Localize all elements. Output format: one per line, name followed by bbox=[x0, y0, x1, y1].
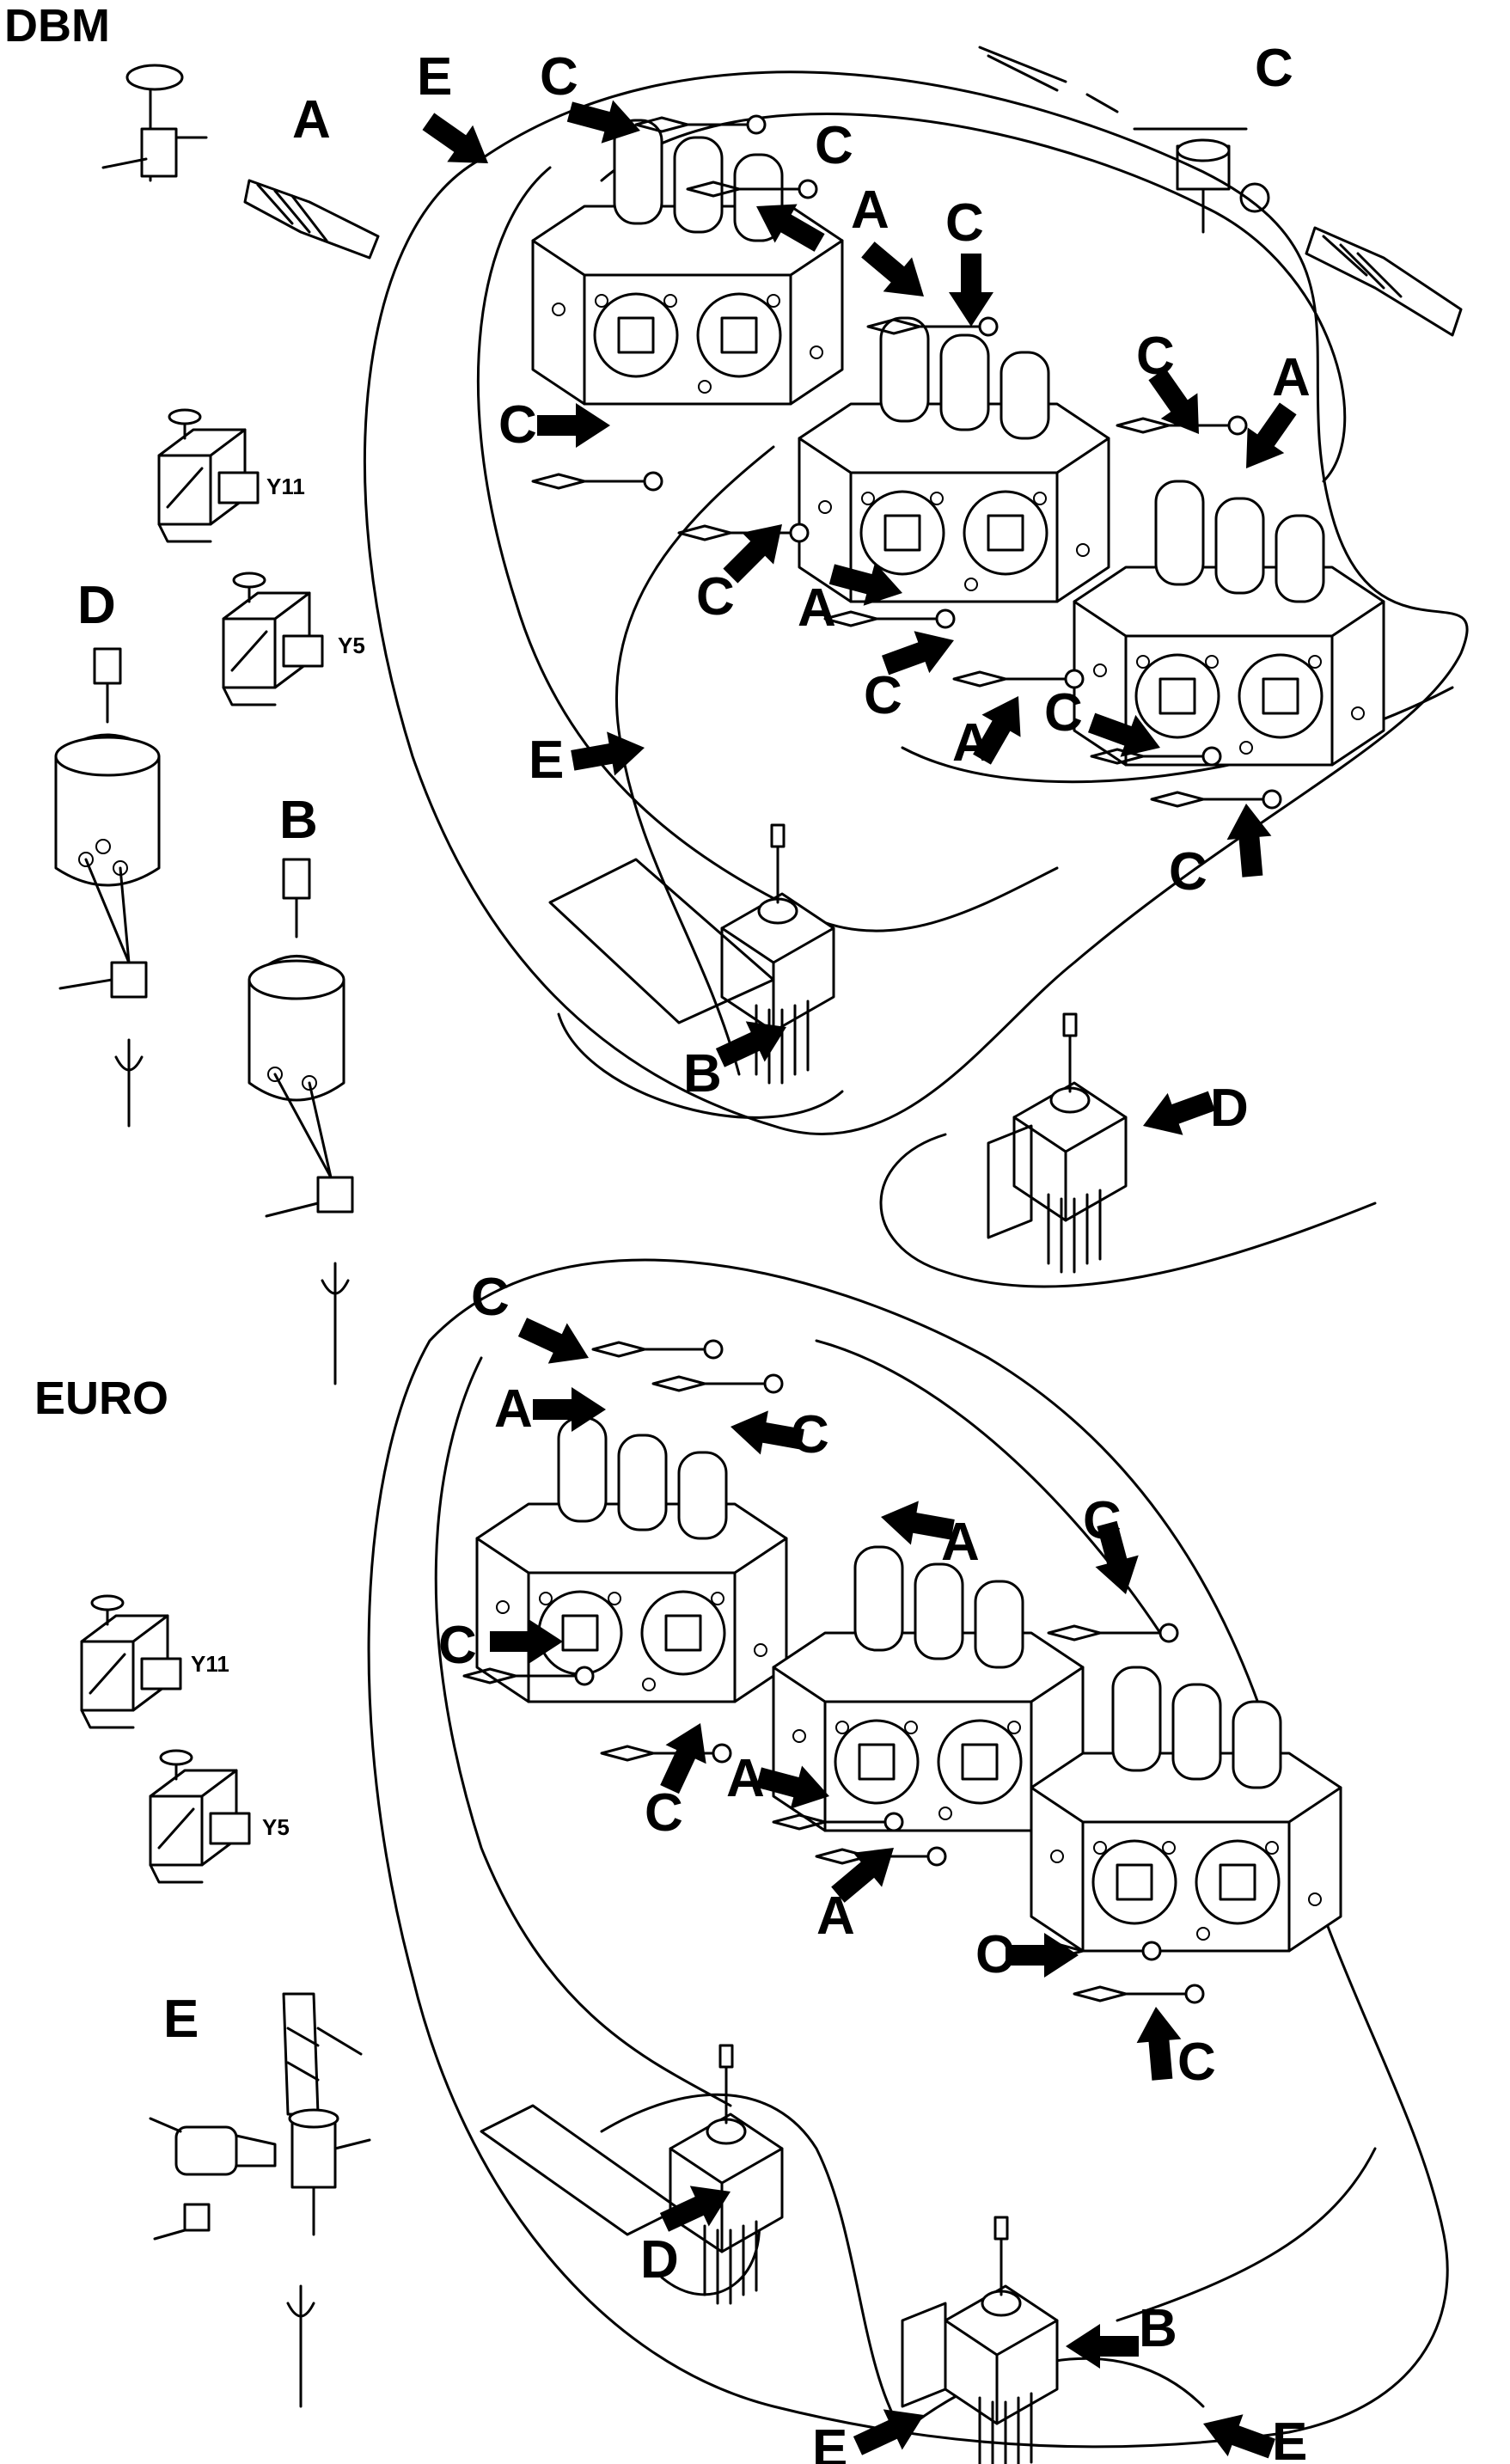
label-detail-e: E bbox=[163, 1990, 199, 2049]
hose-fitting bbox=[823, 608, 956, 629]
euro-callouts: C A C A C C C A A C C D B E E bbox=[438, 1268, 1307, 2464]
svg-text:E: E bbox=[812, 2419, 847, 2464]
svg-text:E: E bbox=[417, 47, 452, 107]
valve-block-1-dbm bbox=[531, 119, 844, 406]
label-detail-a: A bbox=[292, 90, 331, 150]
valve-block-1-euro bbox=[475, 1416, 788, 1703]
svg-text:C: C bbox=[696, 567, 735, 627]
mounting-bracket bbox=[548, 858, 1033, 1239]
joystick-d-assembly-euro bbox=[669, 2044, 784, 2305]
solenoid-y11-dbm bbox=[157, 408, 260, 543]
hose-fitting bbox=[591, 1339, 724, 1360]
svg-text:A: A bbox=[941, 1513, 980, 1572]
svg-text:C: C bbox=[1177, 2033, 1216, 2092]
svg-text:C: C bbox=[975, 1925, 1014, 1984]
svg-text:A: A bbox=[816, 1886, 855, 1946]
svg-text:C: C bbox=[1169, 842, 1207, 902]
svg-text:C: C bbox=[540, 47, 578, 107]
svg-text:C: C bbox=[1044, 683, 1083, 743]
section-title-euro: EURO bbox=[34, 1373, 168, 1424]
svg-text:B: B bbox=[683, 1044, 722, 1104]
hose-fitting bbox=[1047, 1623, 1179, 1643]
label-detail-d: D bbox=[77, 576, 116, 635]
hose-fitting bbox=[600, 1743, 732, 1764]
svg-text:C: C bbox=[815, 116, 853, 175]
svg-text:A: A bbox=[726, 1749, 765, 1808]
label-y11-dbm: Y11 bbox=[266, 474, 305, 499]
label-y5-euro: Y5 bbox=[262, 1814, 290, 1840]
svg-text:C: C bbox=[864, 666, 902, 725]
svg-text:C: C bbox=[945, 193, 984, 253]
svg-text:A: A bbox=[851, 180, 889, 240]
svg-text:E: E bbox=[529, 731, 564, 790]
svg-text:C: C bbox=[471, 1268, 510, 1327]
section-title-dbm: DBM bbox=[4, 0, 110, 52]
label-y11-euro: Y11 bbox=[191, 1651, 229, 1677]
svg-text:A: A bbox=[1272, 348, 1311, 407]
detail-fitting-a bbox=[101, 64, 380, 260]
svg-text:C: C bbox=[438, 1616, 477, 1675]
valve-block-2-dbm bbox=[798, 316, 1110, 603]
label-detail-b: B bbox=[279, 791, 318, 850]
svg-text:A: A bbox=[494, 1379, 533, 1439]
svg-text:C: C bbox=[1083, 1491, 1122, 1550]
svg-text:C: C bbox=[498, 395, 537, 455]
svg-text:B: B bbox=[1139, 2299, 1177, 2358]
svg-text:A: A bbox=[798, 578, 836, 638]
hose-fitting bbox=[531, 471, 663, 492]
svg-text:C: C bbox=[645, 1783, 683, 1843]
label-y5-dbm: Y5 bbox=[338, 633, 365, 658]
label-detail-c: C bbox=[1255, 39, 1293, 98]
detail-fitting-e bbox=[149, 1992, 371, 2408]
detail-joystick-b bbox=[248, 858, 354, 1385]
hose-fitting bbox=[651, 1373, 784, 1394]
detail-fitting-c bbox=[978, 46, 1463, 337]
solenoid-y5-dbm bbox=[222, 572, 324, 706]
joystick-b-assembly-euro bbox=[944, 2216, 1059, 2464]
solenoid-y11-euro bbox=[80, 1594, 182, 1729]
hose-fitting bbox=[1150, 789, 1282, 810]
dbm-callouts: E C C A C C A C C A C A C C E B D bbox=[415, 47, 1311, 1147]
svg-text:E: E bbox=[1272, 2412, 1307, 2464]
svg-text:D: D bbox=[1210, 1079, 1249, 1138]
svg-text:A: A bbox=[952, 713, 991, 773]
svg-text:C: C bbox=[791, 1405, 829, 1464]
svg-text:C: C bbox=[1136, 327, 1175, 386]
solenoid-y5-euro bbox=[149, 1749, 251, 1884]
detail-joystick-d bbox=[54, 647, 161, 1128]
svg-text:D: D bbox=[640, 2230, 679, 2290]
hose-fitting bbox=[1073, 1984, 1205, 2004]
